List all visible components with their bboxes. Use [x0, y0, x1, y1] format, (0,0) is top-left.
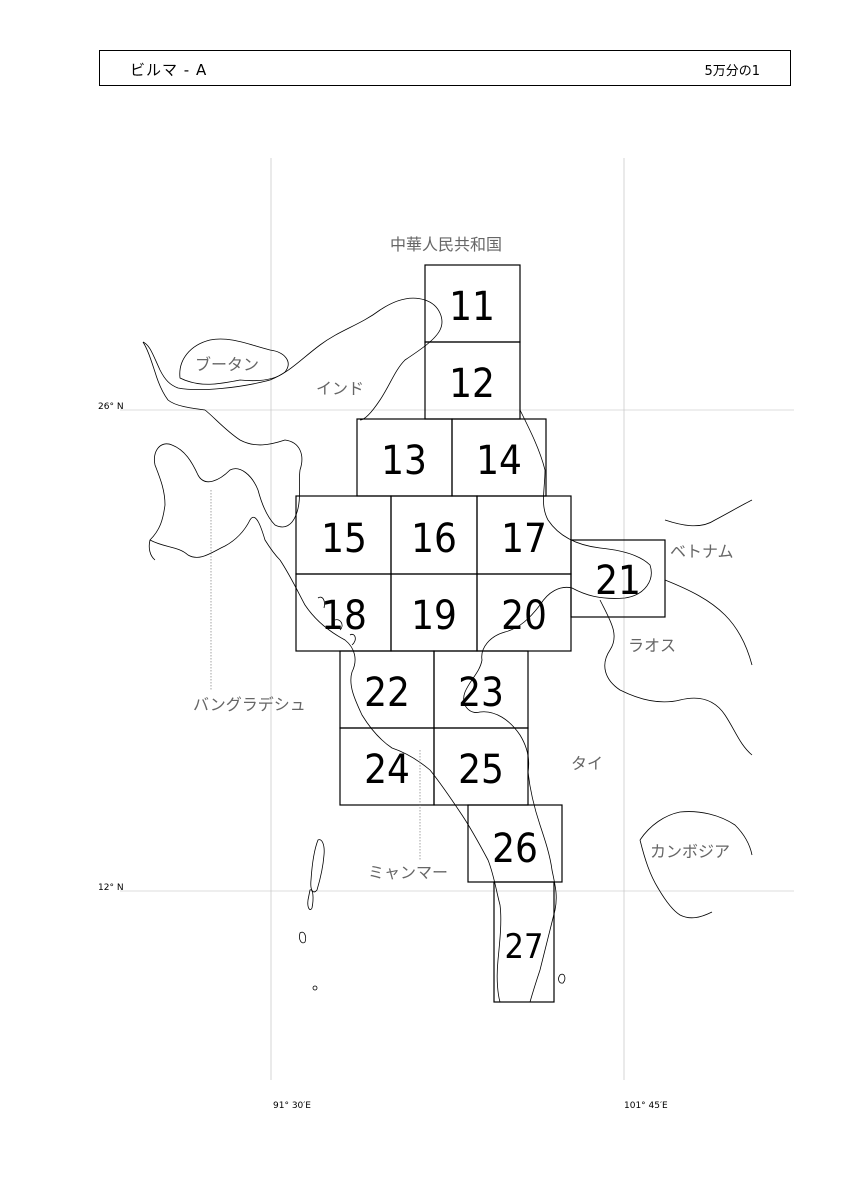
bangladesh-border [148, 409, 303, 561]
sheet-25-label: 25 [458, 747, 504, 793]
island-4 [312, 985, 318, 991]
cambodia-coast [639, 811, 753, 919]
coordinate-labels: 26° N 12° N 91° 30′E 101° 45′E [98, 402, 668, 1111]
country-labels: 中華人民共和国 ブータン インド バングラデシュ ミャンマー ベトナム ラオス … [193, 235, 734, 882]
sheet-18-label: 18 [321, 593, 367, 639]
sheet-14-label: 14 [476, 438, 522, 484]
leader-lines [210, 490, 421, 860]
coastal-islands [317, 596, 356, 646]
island-5 [558, 973, 566, 984]
lat-12n-label: 12° N [98, 883, 124, 893]
myanmar-west-coast [279, 559, 502, 1003]
sheet-19-label: 19 [411, 593, 457, 639]
laos-vietnam-border [599, 499, 753, 756]
sheet-17-label: 17 [501, 516, 547, 562]
india-west-border [142, 341, 206, 411]
sheet-24-label: 24 [364, 747, 410, 793]
bangladesh-delta-coast [149, 517, 281, 561]
label-india: インド [316, 379, 364, 398]
island-2 [307, 889, 314, 910]
bhutan-border [179, 338, 289, 385]
sheet-26-label: 26 [492, 826, 538, 872]
sheet-grid [295, 264, 666, 1003]
island-1 [310, 839, 325, 893]
label-bangladesh: バングラデシュ [193, 695, 306, 714]
header-box: ビルマ - A 5万分の1 [99, 50, 791, 86]
label-thailand: タイ [571, 754, 603, 773]
graticule [120, 158, 794, 1080]
thailand-border [527, 771, 557, 1003]
base-map [142, 297, 753, 1003]
sheet-21-label: 21 [595, 558, 641, 604]
island-3 [299, 931, 307, 944]
sheet-13-label: 13 [381, 438, 427, 484]
label-cambodia: カンボジア [650, 842, 730, 861]
india-north-border [142, 297, 443, 421]
label-vietnam: ベトナム [670, 542, 734, 561]
sheet-15-label: 15 [321, 516, 367, 562]
sheet-11-label: 11 [449, 284, 495, 330]
sheet-20-label: 20 [501, 593, 547, 639]
sheet-27-label: 27 [505, 927, 544, 967]
sheet-numbers: 11 12 13 14 15 16 17 18 19 20 21 22 23 2… [321, 284, 641, 967]
lon-91e-label: 91° 30′E [273, 1101, 311, 1111]
map-title: ビルマ - A [130, 61, 208, 79]
label-myanmar: ミャンマー [368, 863, 448, 882]
myanmar-east-border [463, 409, 652, 773]
label-china: 中華人民共和国 [390, 235, 502, 254]
lat-26n-label: 26° N [98, 402, 124, 412]
sheet-22-label: 22 [364, 670, 410, 716]
sheet-27-frame[interactable] [493, 881, 555, 1003]
sheet-21-frame[interactable] [570, 539, 666, 618]
label-laos: ラオス [628, 636, 676, 655]
lon-101e-label: 101° 45′E [624, 1101, 668, 1111]
label-bhutan: ブータン [195, 355, 259, 374]
map-scale: 5万分の1 [704, 64, 760, 79]
sheet-12-label: 12 [449, 361, 495, 407]
sheet-23-label: 23 [458, 670, 504, 716]
sheet-16-label: 16 [411, 516, 457, 562]
